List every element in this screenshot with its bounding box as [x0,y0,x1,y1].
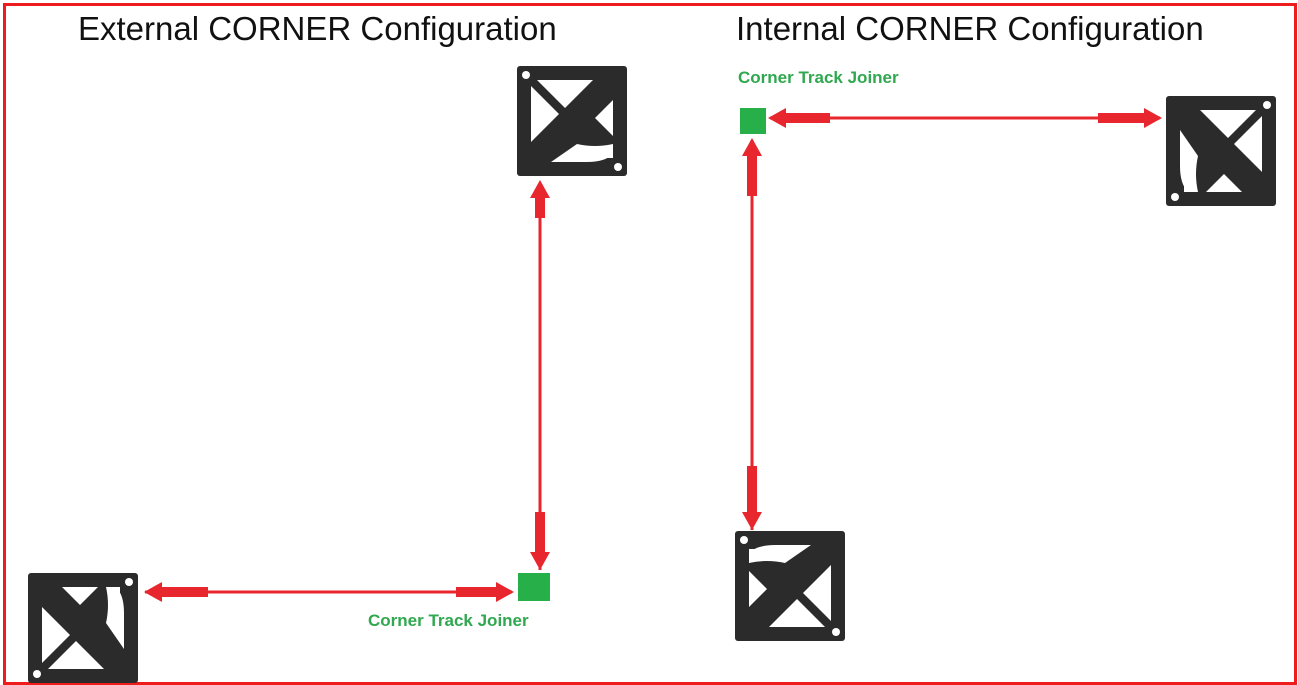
bracket-external-top [517,66,627,176]
arrow-internal-vertical [742,138,762,530]
bracket-external-left [28,573,138,683]
arrow-external-horizontal [144,582,514,602]
external-configuration [28,66,627,683]
joiner-label-external: Corner Track Joiner [368,611,529,630]
arrow-external-vertical [530,180,550,570]
corner-joiner-internal [740,108,766,134]
internal-configuration [735,96,1276,641]
bracket-internal-bottom [735,531,845,641]
title-internal: Internal CORNER Configuration [736,10,1204,47]
joiner-label-internal: Corner Track Joiner [738,68,899,87]
corner-joiner-external [518,573,550,601]
title-external: External CORNER Configuration [78,10,557,47]
arrow-internal-horizontal [768,108,1162,128]
bracket-internal-right [1166,96,1276,206]
